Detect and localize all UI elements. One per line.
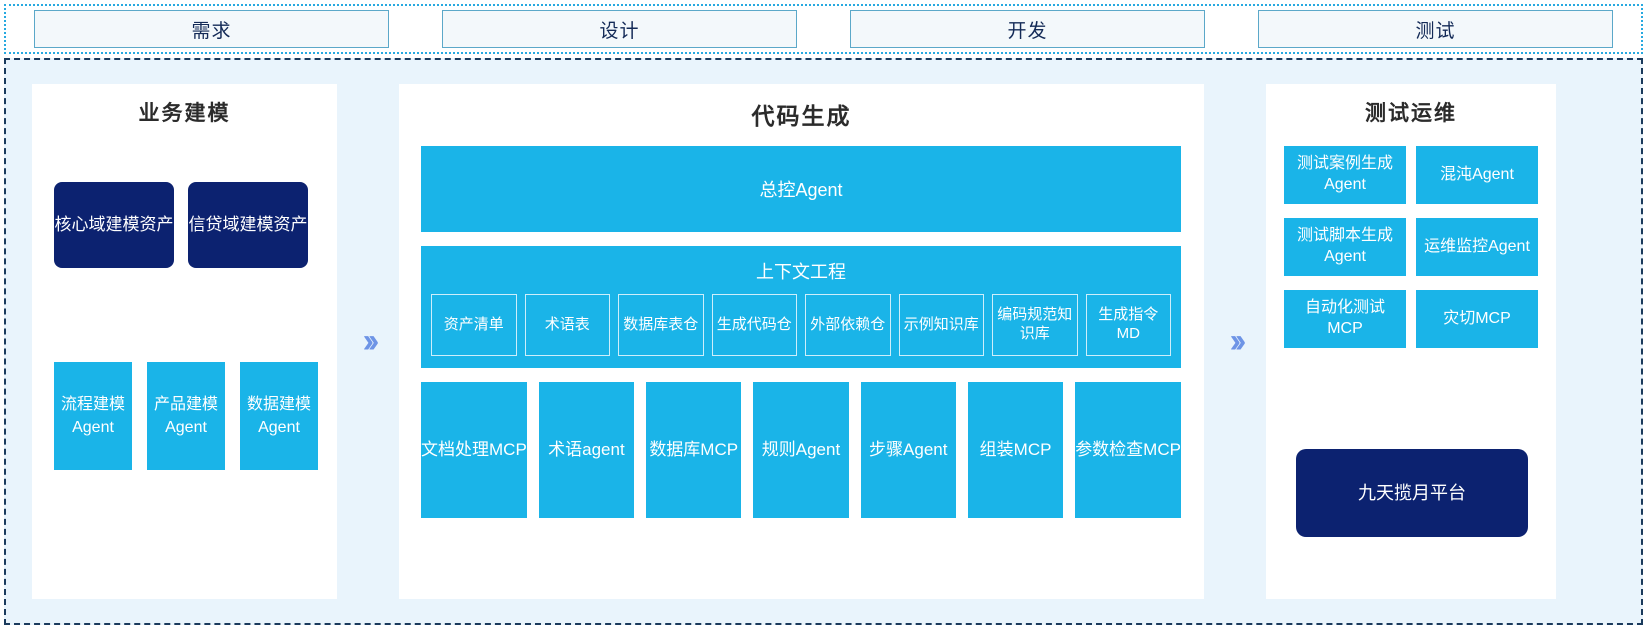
asset-card-label: 信贷域建模资产: [188, 214, 308, 234]
context-item-example-knowledge-base[interactable]: 示例知识库: [898, 294, 984, 356]
phase-label: 测试: [1415, 20, 1456, 42]
test-ops-card-label: 运维监控Agent: [1424, 237, 1530, 255]
phase-strip: 需求 设计 开发 测试: [4, 4, 1643, 54]
context-item-glossary[interactable]: 术语表: [524, 294, 610, 356]
phase-box-requirements[interactable]: 需求: [34, 10, 389, 48]
context-item-external-dependency-repo[interactable]: 外部依赖仓: [805, 294, 891, 356]
test-ops-card-label: 自动化测试MCP: [1304, 299, 1385, 337]
tool-card-glossary-agent[interactable]: 术语agent: [538, 382, 635, 518]
asset-card-core-domain[interactable]: 核心域建模资产: [54, 182, 174, 268]
context-item-coding-standard-knowledge-base[interactable]: 编码规范知识库: [992, 294, 1078, 356]
test-ops-card-label: 测试脚本生成Agent: [1296, 227, 1393, 265]
tool-card-label: 参数检查MCP: [1075, 439, 1181, 459]
context-engineering-items: 资产清单 术语表 数据库表仓 生成代码仓 外部依赖仓: [431, 294, 1171, 356]
tool-card-rule-agent[interactable]: 规则Agent: [753, 382, 849, 518]
panel-title-code-generation: 代码生成: [751, 103, 852, 129]
test-ops-card-disaster-switch-mcp[interactable]: 灾切MCP: [1416, 290, 1538, 348]
platform-card-wrapper: 九天揽月平台: [1296, 449, 1528, 537]
context-item-generation-instruction-md[interactable]: 生成指令MD: [1085, 294, 1171, 356]
test-ops-grid: 测试案例生成Agent 混沌Agent 测试脚本生成Agent 运维监控Agen…: [1284, 146, 1538, 348]
tool-card-step-agent[interactable]: 步骤Agent: [860, 382, 956, 518]
phase-label: 设计: [599, 20, 640, 42]
context-item-label: 资产清单: [443, 315, 504, 333]
test-ops-card-ops-monitoring-agent[interactable]: 运维监控Agent: [1416, 218, 1538, 276]
tool-card-document-processing-mcp[interactable]: 文档处理MCP: [421, 382, 527, 518]
chevron-glyph: ››: [362, 322, 379, 360]
panel-business-modeling: 业务建模 核心域建模资产 信贷域建模资产 流程建模Agent 产品建模Agent…: [32, 84, 337, 599]
business-asset-group: 核心域建模资产 信贷域建模资产: [54, 182, 308, 268]
context-item-label: 术语表: [544, 315, 590, 333]
context-item-db-table-repo[interactable]: 数据库表仓: [618, 294, 704, 356]
panel-code-generation: 代码生成 总控Agent 上下文工程 资产清单 术语表: [399, 84, 1204, 599]
test-ops-card-chaos-agent[interactable]: 混沌Agent: [1416, 146, 1538, 204]
code-generation-content: 总控Agent 上下文工程 资产清单 术语表 数据库表仓: [421, 146, 1181, 518]
chevron-glyph: ››: [1229, 322, 1246, 360]
master-agent-label: 总控Agent: [759, 180, 843, 200]
tool-card-label: 步骤Agent: [869, 439, 948, 459]
tool-card-label: 组装MCP: [979, 439, 1052, 459]
agent-card-label: 流程建模Agent: [60, 395, 125, 436]
test-ops-card-test-case-generation-agent[interactable]: 测试案例生成Agent: [1284, 146, 1406, 204]
double-chevron-right-icon: ››: [1204, 84, 1266, 599]
context-item-label: 示例知识库: [903, 315, 979, 333]
main-area: 业务建模 核心域建模资产 信贷域建模资产 流程建模Agent 产品建模Agent…: [4, 58, 1643, 625]
agent-card-product-modeling[interactable]: 产品建模Agent: [147, 362, 225, 470]
master-agent-bar[interactable]: 总控Agent: [421, 146, 1181, 232]
agent-card-data-modeling[interactable]: 数据建模Agent: [240, 362, 318, 470]
business-agent-group: 流程建模Agent 产品建模Agent 数据建模Agent: [54, 362, 318, 470]
context-engineering-block: 上下文工程 资产清单 术语表 数据库表仓 生成代码仓: [421, 246, 1181, 368]
tool-card-database-mcp[interactable]: 数据库MCP: [646, 382, 742, 518]
test-ops-card-test-script-generation-agent[interactable]: 测试脚本生成Agent: [1284, 218, 1406, 276]
asset-card-credit-domain[interactable]: 信贷域建模资产: [188, 182, 308, 268]
phase-box-testing[interactable]: 测试: [1258, 10, 1613, 48]
tool-card-label: 规则Agent: [761, 439, 841, 459]
context-engineering-title: 上下文工程: [756, 262, 846, 282]
tool-card-label: 数据库MCP: [649, 439, 739, 459]
code-generation-tools-row: 文档处理MCP 术语agent 数据库MCP 规则Agent 步骤Agent: [421, 382, 1181, 518]
panel-test-ops: 测试运维 测试案例生成Agent 混沌Agent 测试脚本生成Agent 运维监…: [1266, 84, 1556, 599]
phase-label: 需求: [191, 20, 232, 42]
test-ops-card-automated-test-mcp[interactable]: 自动化测试MCP: [1284, 290, 1406, 348]
platform-card-jiutian-lanyue[interactable]: 九天揽月平台: [1296, 449, 1528, 537]
phase-box-design[interactable]: 设计: [442, 10, 797, 48]
platform-card-label: 九天揽月平台: [1358, 482, 1466, 503]
tool-card-parameter-check-mcp[interactable]: 参数检查MCP: [1075, 382, 1181, 518]
tool-card-assembly-mcp[interactable]: 组装MCP: [967, 382, 1064, 518]
context-item-label: 生成指令MD: [1098, 306, 1159, 342]
context-item-label: 生成代码仓: [716, 315, 792, 333]
phase-box-development[interactable]: 开发: [850, 10, 1205, 48]
context-item-generated-code-repo[interactable]: 生成代码仓: [711, 294, 797, 356]
test-ops-card-label: 灾切MCP: [1443, 309, 1511, 327]
agent-card-label: 数据建模Agent: [246, 395, 311, 436]
agent-card-process-modeling[interactable]: 流程建模Agent: [54, 362, 132, 470]
agent-card-label: 产品建模Agent: [153, 395, 218, 436]
panel-title-business-modeling: 业务建模: [138, 102, 231, 125]
asset-card-label: 核心域建模资产: [54, 214, 174, 234]
tool-card-label: 术语agent: [548, 439, 625, 459]
phase-label: 开发: [1007, 20, 1048, 42]
test-ops-card-label: 混沌Agent: [1440, 165, 1514, 183]
tool-card-label: 文档处理MCP: [421, 439, 527, 459]
context-item-label: 数据库表仓: [623, 315, 699, 333]
context-item-label: 外部依赖仓: [810, 315, 886, 333]
test-ops-card-label: 测试案例生成Agent: [1296, 155, 1393, 193]
panel-title-test-ops: 测试运维: [1365, 102, 1457, 125]
context-item-label: 编码规范知识库: [997, 306, 1073, 342]
double-chevron-right-icon: ››: [337, 84, 399, 599]
context-item-asset-inventory[interactable]: 资产清单: [431, 294, 517, 356]
